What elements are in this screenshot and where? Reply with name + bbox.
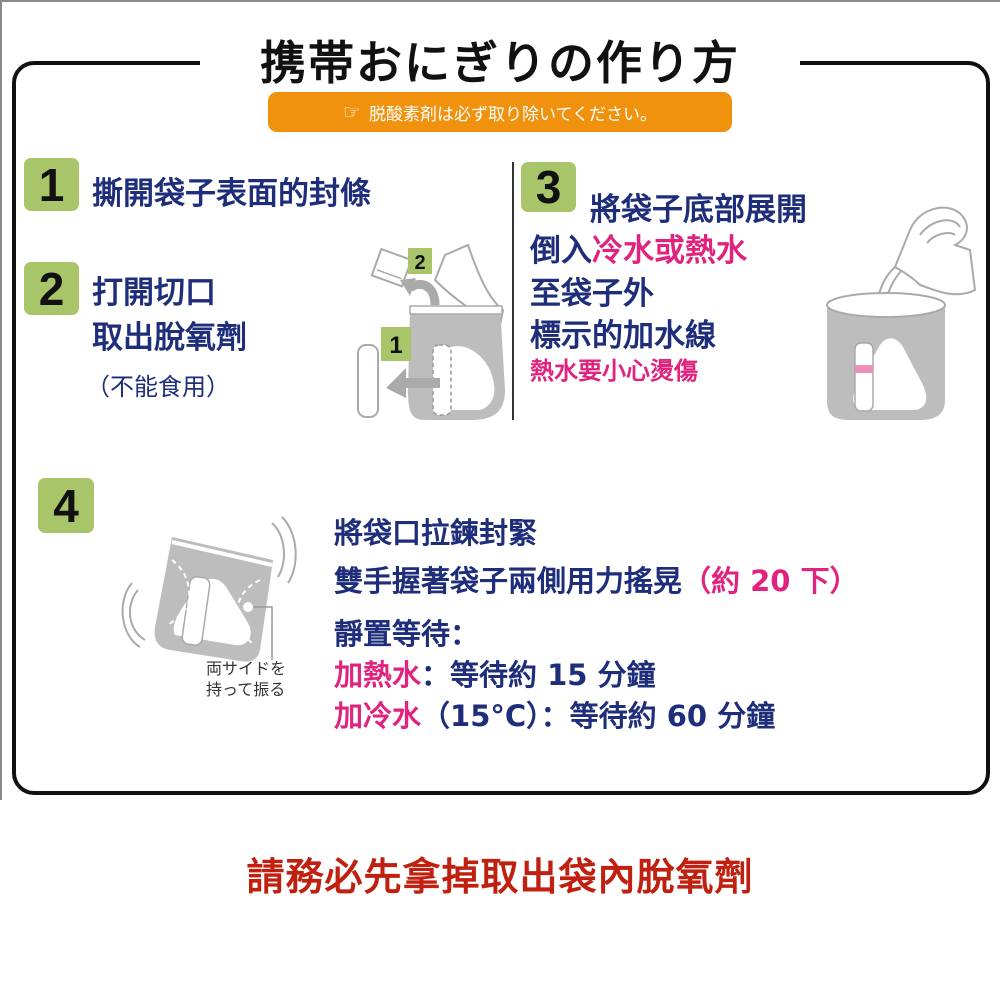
shake-note: 両サイドを 持って振る [206,658,286,700]
step-4-shake-count: （約 20 下） [682,564,859,598]
title-area: 携帯おにぎりの作り方 [200,28,800,92]
step-2-line-2: 取出脫氧劑 [92,320,247,356]
step-3-line-3: 至袋子外 [530,276,654,312]
section-divider [512,162,514,420]
step-1-badge: 1 [24,158,79,211]
step-3-line-4: 標示的加水線 [530,318,716,354]
step-4-line-2: 雙手握著袋子兩側用力搖晃（約 20 下） [334,558,859,600]
step-2-line-3: （不能食用） [86,373,230,401]
notice-banner: ☞ 脱酸素剤は必ず取り除いてください。 [268,92,732,132]
step-4-hot-water: 加熱水：等待約 15 分鐘 [334,652,656,694]
shake-note-line-2: 持って振る [206,680,286,699]
hot-water-wait: ：等待約 15 分鐘 [421,658,656,692]
pointing-hand-icon: ☞ [343,100,361,124]
footer-warning: 請務必先拿掉取出袋內脫氧劑 [246,855,754,899]
svg-text:2: 2 [414,252,425,274]
banner-text: 脱酸素剤は必ず取り除いてください。 [368,104,657,125]
step-4-line-1: 將袋口拉鍊封緊 [334,516,538,550]
step-3-line-2-prefix: 倒入 [530,233,592,269]
cold-water-wait: （15°C）：等待約 60 分鐘 [421,699,776,733]
step-3-warning: 熱水要小心燙傷 [530,357,698,385]
step-3-water-highlight: 冷水或熱水 [592,233,747,269]
step-1-text: 撕開袋子表面的封條 [92,176,371,212]
step-4-badge: 4 [38,478,94,533]
bag-opening-illustration: 2 1 [357,243,505,420]
step-3-title: 將袋子底部展開 [590,192,807,228]
image-edge-top [0,0,1000,2]
step-number: 2 [38,262,65,315]
step-4-cold-water: 加冷水（15°C）：等待約 60 分鐘 [334,693,775,735]
step-number: 1 [38,158,65,211]
image-edge-left [0,0,2,800]
cold-water-label: 加冷水 [334,699,422,733]
step-2-badge: 2 [24,262,79,315]
step-number: 4 [53,479,79,532]
shake-note-line-1: 両サイドを [206,659,287,678]
step-number: 3 [535,161,562,213]
kettle-pouring-illustration [826,206,977,420]
step-4-line-3: 靜置等待： [334,617,480,651]
page-title: 携帯おにぎりの作り方 [260,36,740,90]
step-3-line-2: 倒入冷水或熱水 [530,225,747,270]
step-3-badge: 3 [521,161,576,213]
svg-text:1: 1 [389,332,402,359]
hot-water-label: 加熱水 [334,658,422,692]
step-2-line-1: 打開切口 [92,275,216,311]
step-4-shake-text: 雙手握著袋子兩側用力搖晃 [334,564,683,598]
shaking-bag-illustration [121,516,297,662]
